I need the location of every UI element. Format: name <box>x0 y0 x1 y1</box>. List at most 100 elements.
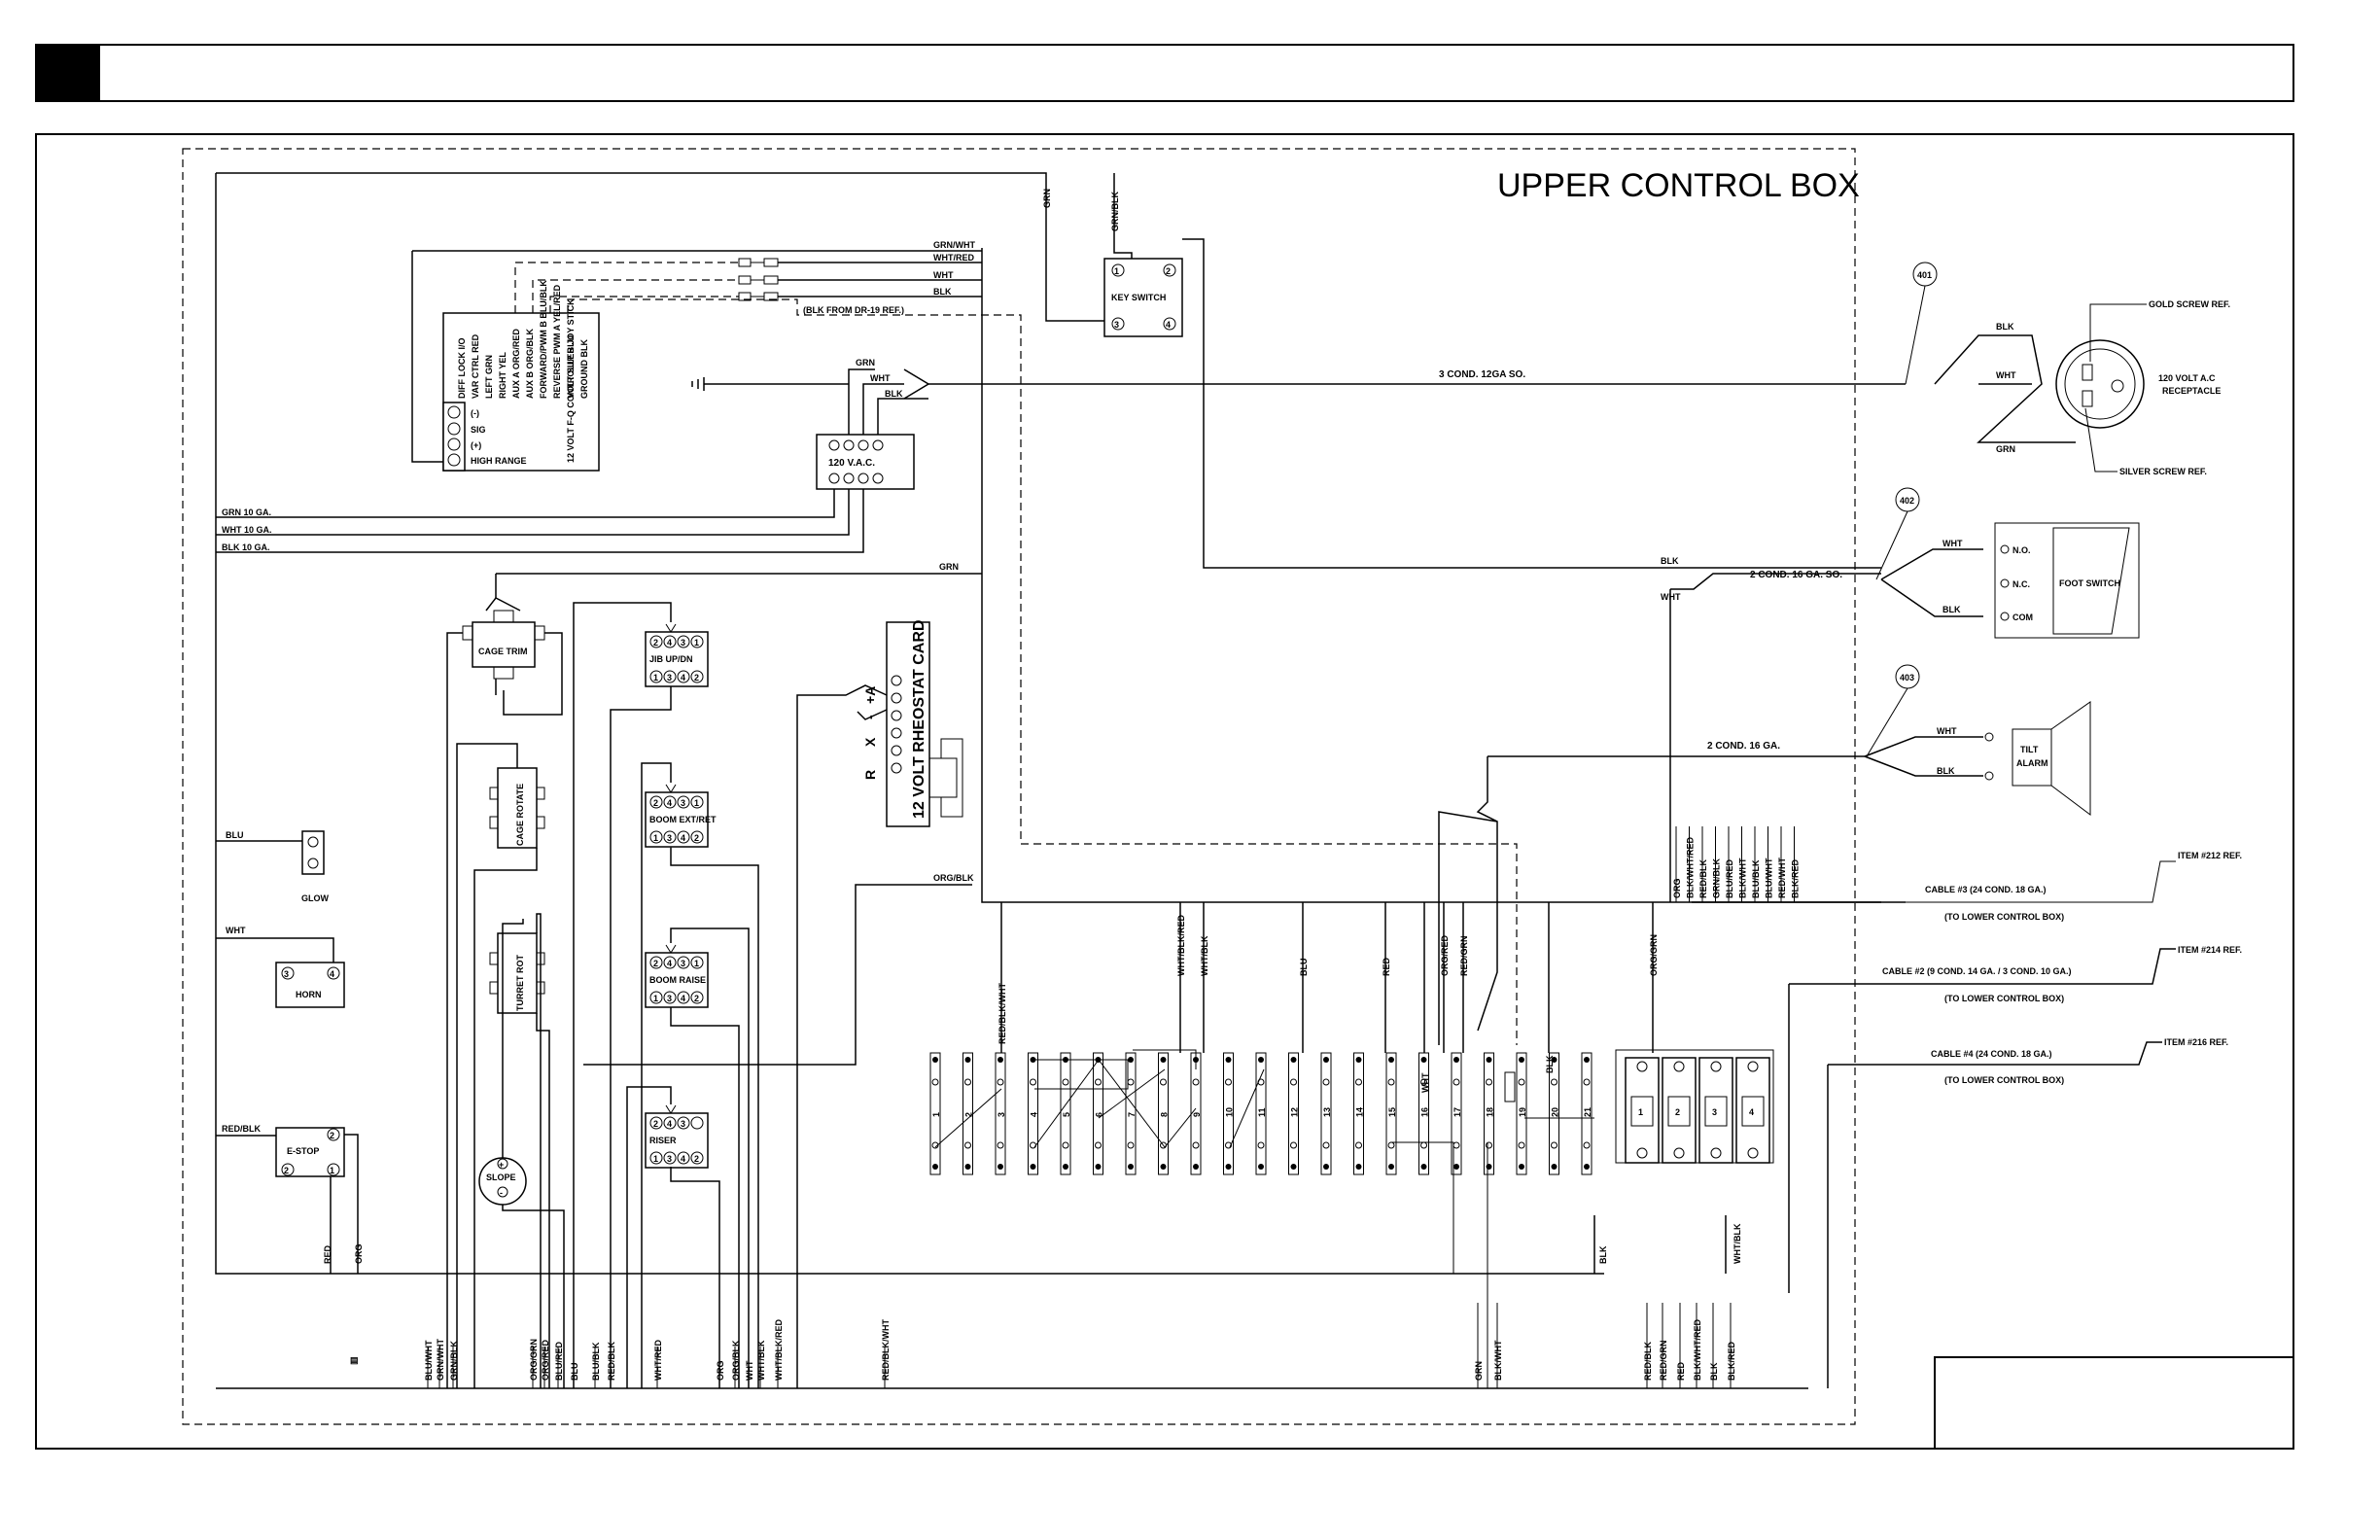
mid-wire-label: WHT <box>1420 1072 1430 1093</box>
svg-text:4: 4 <box>681 1154 685 1164</box>
bundle-top-label: BLK/RED <box>1791 859 1801 898</box>
bundle-top-label: BLU/RED <box>1725 859 1734 898</box>
bundle-bottom-label: GRN/BLK <box>449 1341 459 1381</box>
svg-text:ORG: ORG <box>354 1243 364 1264</box>
terminal-number: 3 <box>997 1112 1006 1117</box>
svg-text:1: 1 <box>1114 266 1119 276</box>
slope-label: SLOPE <box>486 1172 516 1182</box>
cable-4-to-lower: (TO LOWER CONTROL BOX) <box>1944 1075 2064 1085</box>
connector-plug-icon <box>763 258 779 267</box>
svg-text:3: 3 <box>1712 1107 1717 1117</box>
svg-text:1: 1 <box>653 994 658 1003</box>
wire-wht-red: WHT/RED <box>933 253 974 262</box>
svg-text:WHT: WHT <box>226 926 246 935</box>
joystick-pin-4: HIGH RANGE <box>471 456 527 466</box>
svg-text:N.O.: N.O. <box>2012 545 2031 555</box>
bundle-bottom-label: ORG <box>716 1360 725 1381</box>
terminal-number: 5 <box>1062 1112 1071 1117</box>
svg-text:3: 3 <box>681 798 685 808</box>
horn: 3 4 HORN <box>275 962 345 1008</box>
svg-text:BLK: BLK <box>1942 605 1961 614</box>
svg-text:1: 1 <box>653 833 658 843</box>
svg-text:2: 2 <box>653 1119 658 1129</box>
receptacle-label-2: RECEPTACLE <box>2162 386 2221 396</box>
svg-text:3: 3 <box>1114 320 1119 330</box>
terminal-6: 6 <box>1093 1052 1104 1175</box>
bundle-bottom-label: WHT/BLK/RED <box>774 1319 784 1381</box>
svg-text:3: 3 <box>667 1154 672 1164</box>
svg-text:3: 3 <box>667 673 672 682</box>
rheostat-pin-icon <box>891 692 902 704</box>
terminal-12: 12 <box>1288 1052 1300 1175</box>
bundle-top-label: RED/BLK <box>1698 859 1708 898</box>
terminal-number: 21 <box>1583 1107 1592 1117</box>
rheostat-term-plus-a: +A <box>862 686 878 704</box>
bundle-bottom-label: BLU <box>570 1363 579 1382</box>
svg-text:4: 4 <box>667 959 672 968</box>
svg-text:4: 4 <box>330 969 334 979</box>
joystick-pin-2: SIG <box>471 425 486 435</box>
svg-text:RED: RED <box>323 1244 332 1264</box>
joystick-function-label: AUX A ORG/RED <box>511 329 521 399</box>
rheostat-pin-icon <box>891 727 902 739</box>
mid-wire-label: WHT/BLK/RED <box>1176 915 1186 976</box>
rheostat-pin-icon <box>891 675 902 686</box>
gold-screw-ref: GOLD SCREW REF. <box>2149 299 2230 309</box>
jib-label: JIB UP/DN <box>649 654 693 664</box>
svg-text:2: 2 <box>653 959 658 968</box>
terminal-number: 18 <box>1486 1107 1495 1117</box>
svg-text:BLK: BLK <box>885 389 903 399</box>
bundle-top-label: GRN/BLK <box>1712 858 1722 898</box>
cage-trim-label: CAGE TRIM <box>478 647 528 656</box>
relay-4: 4 <box>1735 1057 1770 1164</box>
terminal-18: 18 <box>1484 1052 1495 1175</box>
relay-bank <box>1615 1049 1774 1164</box>
cage-trim-switch: CAGE TRIM <box>462 610 545 680</box>
horn-label: HORN <box>296 990 322 999</box>
bundle-bottom-label: RED/BLK/WHT <box>881 1319 891 1381</box>
slope-sensor: + - SLOPE <box>478 1157 527 1206</box>
joystick-label: 12 VOLT F-Q CONTROLLER JOY STICK <box>566 298 576 463</box>
item-216-ref: ITEM #216 REF. <box>2164 1037 2228 1047</box>
header-black-tab <box>36 45 100 101</box>
terminal-11: 11 <box>1255 1052 1267 1175</box>
rheostat-term-x: X <box>862 737 878 747</box>
connector-plug-icon <box>738 258 752 267</box>
svg-text:4: 4 <box>667 638 672 648</box>
wire-blk: BLK <box>933 287 952 297</box>
cage-rotate-label: CAGE ROTATE <box>515 784 525 846</box>
cable-2-to-lower: (TO LOWER CONTROL BOX) <box>1944 994 2064 1003</box>
bundle-bottom-label: RED/GRN <box>1659 1340 1668 1381</box>
svg-text:3: 3 <box>681 959 685 968</box>
bundle-bottom-label: ORG/GRN <box>529 1339 539 1381</box>
wire-blk-from: (BLK FROM DR-19 REF.) <box>803 305 904 315</box>
joystick-function-label: LEFT GRN <box>484 355 494 399</box>
svg-text:403: 403 <box>1900 673 1914 682</box>
terminal-number: 4 <box>1030 1112 1039 1117</box>
rheostat-pin-icon <box>891 745 902 756</box>
terminal-15: 15 <box>1385 1052 1397 1175</box>
svg-text:3: 3 <box>667 994 672 1003</box>
bundle-bottom-label: BLK <box>1709 1362 1719 1381</box>
wire-grn-key: GRN <box>1042 189 1052 208</box>
svg-text:2: 2 <box>1675 1107 1680 1117</box>
svg-text:WHT: WHT <box>1942 539 1963 548</box>
foot-switch-label: FOOT SWITCH <box>2059 578 2120 588</box>
svg-text:3: 3 <box>284 969 289 979</box>
relay-3: 3 <box>1698 1057 1733 1164</box>
terminal-number: 6 <box>1095 1112 1104 1117</box>
joystick-function-label: VAR CTRL RED <box>471 333 480 399</box>
svg-text:ALARM: ALARM <box>2016 758 2048 768</box>
foot-switch: 402 WHT BLK N.O. N.C. COM FOOT SWITCH <box>1875 487 2140 639</box>
bundle-bottom-label: RED/BLK <box>607 1342 616 1381</box>
svg-text:N.C.: N.C. <box>2012 579 2030 589</box>
e-stop-label: E-STOP <box>287 1146 319 1156</box>
bundle-bottom-label: BLK/WHT/RED <box>1693 1319 1702 1381</box>
mid-wire-label: ORG/GRN <box>1649 934 1659 976</box>
boom-ext-label: BOOM EXT/RET <box>649 815 717 824</box>
terminal-14: 14 <box>1353 1052 1365 1175</box>
bundle-bottom-label: WHT/RED <box>653 1340 663 1381</box>
svg-text:1: 1 <box>694 638 699 648</box>
wire-blk-key: BLK <box>1661 556 1679 566</box>
